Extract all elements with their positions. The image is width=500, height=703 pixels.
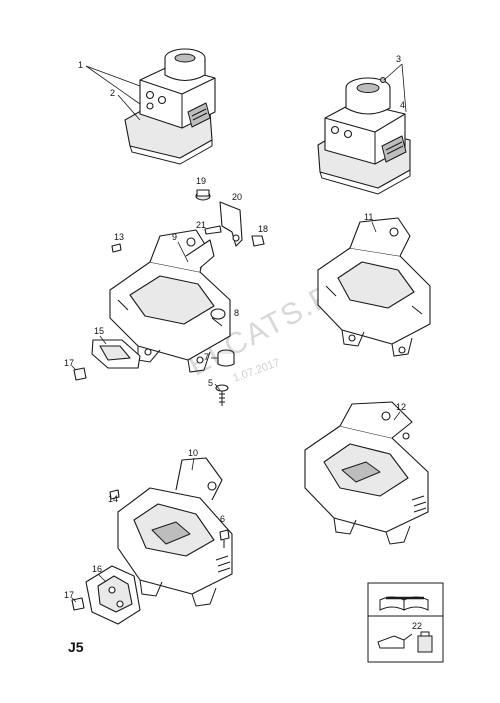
- callout-4: 4: [400, 100, 405, 110]
- callouts: 1 2 3 4 5 6 7 8 9 10 11 12 13 14 15 16 1…: [64, 54, 407, 603]
- abs-modulator-left: [124, 48, 216, 165]
- bracket-10: [109, 457, 233, 607]
- callout-16: 16: [92, 564, 102, 574]
- callout-18: 18: [258, 224, 268, 234]
- repair-manual-icon: [379, 596, 429, 611]
- callout-8: 8: [234, 308, 239, 318]
- callout-20: 20: [232, 192, 242, 202]
- callout-5: 5: [208, 378, 213, 388]
- nut-bolt-7-5: [215, 349, 235, 406]
- bracket-15: [73, 339, 141, 381]
- abs-modulator-right: [317, 77, 411, 195]
- bracket-12: [304, 401, 429, 545]
- bracket-16: [71, 565, 141, 625]
- oil-can-icon: [377, 633, 413, 649]
- callout-21: 21: [196, 220, 206, 230]
- bracket-9: [109, 229, 231, 373]
- bracket-11: [317, 217, 431, 357]
- small-hardware-top: [111, 189, 265, 253]
- callout-19: 19: [196, 176, 206, 186]
- watermark-date: 1.07.2017: [231, 357, 281, 385]
- legend-part-number: 22: [412, 621, 422, 631]
- callout-13: 13: [114, 232, 124, 242]
- callout-15: 15: [94, 326, 104, 336]
- callout-7: 7: [204, 352, 209, 362]
- page-code: J5: [68, 639, 84, 655]
- callout-10: 10: [188, 448, 198, 458]
- callout-17a: 17: [64, 358, 74, 368]
- callout-17b: 17: [64, 590, 74, 600]
- callout-1: 1: [78, 60, 83, 70]
- legend-box: 22: [367, 582, 444, 663]
- connector-icon: [417, 631, 433, 653]
- callout-6: 6: [220, 514, 225, 524]
- callout-12: 12: [396, 402, 406, 412]
- callout-9: 9: [172, 232, 177, 242]
- callout-2: 2: [110, 88, 115, 98]
- callout-3: 3: [396, 54, 401, 64]
- callout-11: 11: [364, 212, 373, 222]
- callout-14: 14: [108, 494, 118, 504]
